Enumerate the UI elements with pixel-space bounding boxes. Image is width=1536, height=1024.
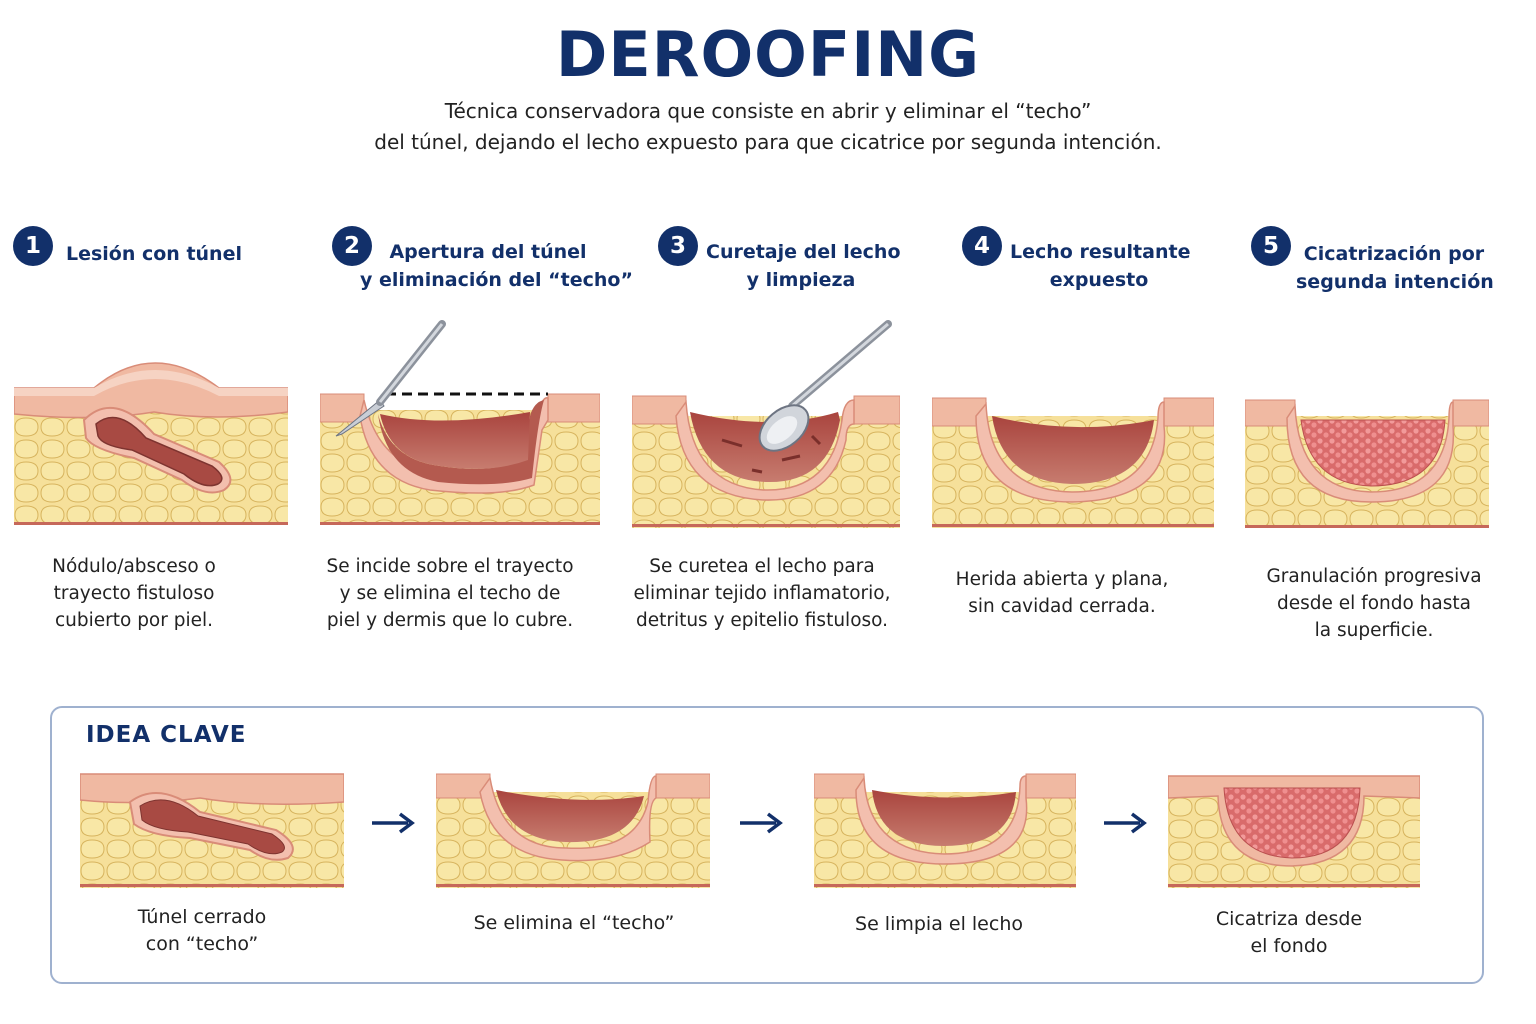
key-arrow-3-icon bbox=[1104, 812, 1147, 834]
step-3-description: Se curetea el lecho para eliminar tejido… bbox=[630, 553, 894, 634]
page-subtitle: Técnica conservadora que consiste en abr… bbox=[0, 96, 1536, 158]
step-5-desc-line-2: desde el fondo hasta bbox=[1277, 593, 1471, 614]
key-arrow-1-icon bbox=[372, 812, 415, 834]
subtitle-line-1: Técnica conservadora que consiste en abr… bbox=[444, 99, 1092, 123]
key-caption-3-line-1: Se limpia el lecho bbox=[855, 913, 1023, 935]
step-5-title-line-2: segunda intención bbox=[1296, 271, 1494, 293]
key-illustration-closed-tunnel bbox=[80, 773, 344, 888]
key-caption-1: Túnel cerrado con “techo” bbox=[110, 904, 294, 958]
step-1-number: 1 bbox=[13, 226, 53, 266]
step-5-desc-line-3: la superficie. bbox=[1314, 620, 1434, 641]
step-4-title-line-2: expuesto bbox=[1049, 269, 1149, 291]
key-caption-3: Se limpia el lecho bbox=[836, 911, 1042, 938]
step-2-description: Se incide sobre el trayecto y se elimina… bbox=[320, 553, 580, 634]
step-5-title-line-1: Cicatrización por bbox=[1303, 243, 1485, 265]
subtitle-line-2: del túnel, dejando el lecho expuesto par… bbox=[374, 130, 1162, 154]
key-caption-4-line-2: el fondo bbox=[1250, 935, 1328, 957]
step-1-desc-line-1: Nódulo/absceso o bbox=[52, 556, 216, 577]
step-3-title-line-1: Curetaje del lecho bbox=[706, 241, 901, 263]
step-2-title-line-2: y eliminación del “techo” bbox=[360, 269, 633, 291]
step-5-description: Granulación progresiva desde el fondo ha… bbox=[1252, 563, 1496, 644]
key-arrow-2-icon bbox=[740, 812, 783, 834]
key-illustration-healing bbox=[1168, 775, 1420, 888]
step-3-title-line-2: y limpieza bbox=[746, 269, 856, 291]
step-2-desc-line-3: piel y dermis que lo cubre. bbox=[326, 610, 574, 631]
key-caption-4: Cicatriza desde el fondo bbox=[1196, 906, 1382, 960]
step-2-title: Apertura del túnel y eliminación del “te… bbox=[360, 238, 633, 294]
step-4-title: Lecho resultante expuesto bbox=[1010, 238, 1191, 294]
step-5-desc-line-1: Granulación progresiva bbox=[1266, 566, 1482, 587]
key-idea-title: IDEA CLAVE bbox=[86, 722, 247, 748]
step-4-title-line-1: Lecho resultante bbox=[1010, 241, 1191, 263]
step-2-desc-line-2: y se elimina el techo de bbox=[339, 583, 561, 604]
key-caption-1-line-2: con “techo” bbox=[145, 933, 259, 955]
step-1-title: Lesión con túnel bbox=[64, 240, 244, 268]
step-3-title: Curetaje del lecho y limpieza bbox=[706, 238, 901, 294]
step-2-title-line-1: Apertura del túnel bbox=[389, 241, 587, 263]
step-5-illustration bbox=[1245, 399, 1489, 528]
key-caption-1-line-1: Túnel cerrado bbox=[137, 906, 267, 928]
key-caption-2-line-1: Se elimina el “techo” bbox=[473, 912, 675, 934]
step-1-illustration bbox=[14, 362, 288, 525]
step-2-number: 2 bbox=[332, 226, 372, 266]
step-1-title-line-1: Lesión con túnel bbox=[65, 243, 242, 265]
page-title: DEROOFING bbox=[555, 18, 981, 91]
step-3-desc-line-2: eliminar tejido inflamatorio, bbox=[633, 583, 891, 604]
step-4-number: 4 bbox=[962, 226, 1002, 266]
step-2-illustration bbox=[320, 320, 600, 525]
step-5-title: Cicatrización por segunda intención bbox=[1296, 240, 1494, 296]
key-idea-box bbox=[50, 706, 1484, 984]
step-1-desc-line-2: trayecto fistuloso bbox=[53, 583, 215, 604]
step-3-illustration bbox=[632, 320, 900, 528]
step-1-desc-line-3: cubierto por piel. bbox=[54, 610, 214, 631]
step-3-number: 3 bbox=[658, 226, 698, 266]
step-4-description: Herida abierta y plana, sin cavidad cerr… bbox=[932, 566, 1192, 620]
step-3-desc-line-3: detritus y epitelio fistuloso. bbox=[635, 610, 889, 631]
step-4-desc-line-2: sin cavidad cerrada. bbox=[968, 596, 1156, 617]
key-illustration-roof-removed bbox=[436, 773, 710, 888]
key-caption-4-line-1: Cicatriza desde bbox=[1215, 908, 1363, 930]
step-4-desc-line-1: Herida abierta y plana, bbox=[955, 569, 1169, 590]
step-4-illustration bbox=[932, 397, 1214, 528]
step-1-description: Nódulo/absceso o trayecto fistuloso cubi… bbox=[14, 553, 254, 634]
key-illustration-clean-bed bbox=[814, 773, 1076, 888]
step-3-desc-line-1: Se curetea el lecho para bbox=[649, 556, 875, 577]
key-caption-2: Se elimina el “techo” bbox=[464, 910, 684, 937]
step-5-number: 5 bbox=[1251, 226, 1291, 266]
step-2-desc-line-1: Se incide sobre el trayecto bbox=[326, 556, 574, 577]
